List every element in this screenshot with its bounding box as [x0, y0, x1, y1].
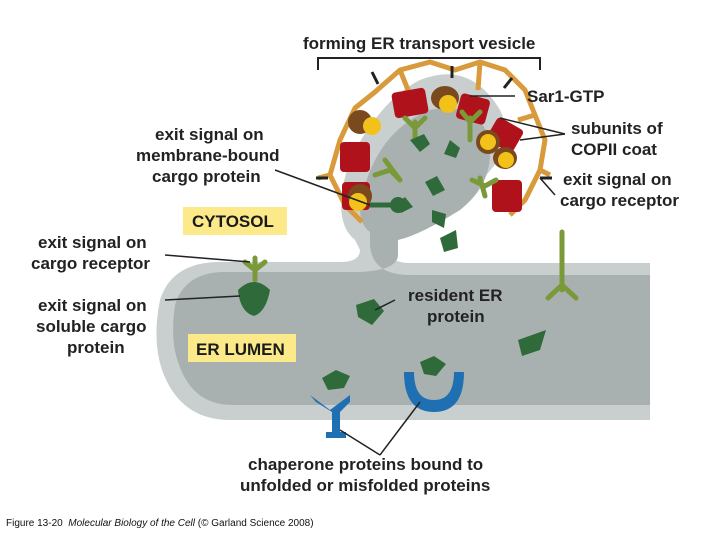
caption-prefix: Figure 13-20	[6, 518, 63, 529]
er-lumen	[173, 108, 651, 405]
label-exit-membrane-1: exit signal on	[155, 125, 264, 144]
membrane-cargo-knob	[390, 197, 406, 213]
label-exit-soluble-2: soluble cargo	[36, 317, 147, 336]
label-subunits-2: COPII coat	[571, 140, 657, 159]
caption-suffix: (© Garland Science 2008)	[197, 518, 314, 529]
label-sar1-gtp: Sar1-GTP	[527, 87, 604, 106]
label-exit-receptor-left-1: exit signal on	[38, 233, 147, 252]
label-subunits-1: subunits of	[571, 119, 663, 138]
cytosol-box	[183, 207, 287, 235]
gtp-molecules	[349, 95, 514, 211]
label-chaperone-1: chaperone proteins bound to	[248, 455, 483, 474]
cargo-proteins	[238, 134, 546, 390]
figure-caption: Figure 13-20 Molecular Biology of the Ce…	[6, 518, 314, 529]
cargo-receptors	[242, 109, 579, 301]
label-exit-receptor-right-2: cargo receptor	[560, 191, 679, 210]
label-exit-receptor-right-1: exit signal on	[563, 170, 672, 189]
label-exit-membrane-3: cargo protein	[152, 167, 261, 186]
label-forming-vesicle: forming ER transport vesicle	[303, 34, 535, 53]
chaperone-proteins	[310, 372, 464, 438]
vesicle-bracket	[317, 57, 541, 70]
label-resident-2: protein	[427, 307, 485, 326]
label-exit-soluble-3: protein	[67, 338, 125, 357]
label-chaperone-2: unfolded or misfolded proteins	[240, 476, 490, 495]
label-resident-1: resident ER	[408, 286, 502, 305]
label-exit-membrane-2: membrane-bound	[136, 146, 280, 165]
label-exit-soluble-1: exit signal on	[38, 296, 147, 315]
leader-lines	[164, 95, 566, 456]
coat-ticks	[316, 66, 552, 180]
er-lumen-box	[188, 334, 296, 362]
label-er-lumen: ER LUMEN	[196, 340, 285, 359]
label-exit-receptor-left-2: cargo receptor	[31, 254, 150, 273]
label-cytosol: CYTOSOL	[192, 212, 274, 231]
copii-coat-lattice	[317, 59, 552, 224]
caption-title: Molecular Biology of the Cell	[68, 518, 195, 529]
